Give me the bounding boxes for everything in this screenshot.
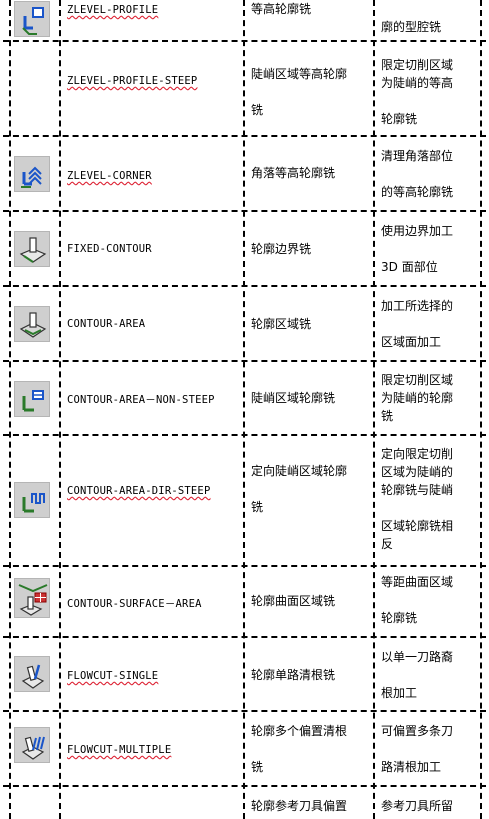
description: 轮廓曲面区域铣 <box>251 594 336 608</box>
row-divider <box>3 210 486 212</box>
table-border-left <box>9 0 11 819</box>
flowcut-single-icon <box>14 656 50 692</box>
fixed-contour-icon <box>14 231 50 267</box>
description: 轮廓单路清根铣 <box>251 668 336 682</box>
purpose: 等距曲面区域 轮廓铣 <box>381 575 454 625</box>
contour-area-icon <box>14 306 50 342</box>
column-divider-1 <box>59 0 61 819</box>
operation-name: ZLEVEL-CORNER <box>67 170 152 182</box>
description: 轮廓边界铣 <box>251 242 312 256</box>
surface-area-icon <box>14 578 50 618</box>
description: 等高轮廓铣 <box>251 2 312 16</box>
purpose: 限定切削区域 为陡峭的轮廓 铣 <box>381 373 454 423</box>
description: 轮廓多个偏置清根 铣 <box>251 724 348 774</box>
column-divider-3 <box>373 0 375 819</box>
purpose: 使用边界加工 3D 面部位 <box>381 224 454 274</box>
description: 角落等高轮廓铣 <box>251 166 336 180</box>
row-divider <box>3 135 486 137</box>
row-divider <box>3 785 486 787</box>
row-divider <box>3 565 486 567</box>
description: 轮廓区域铣 <box>251 317 312 331</box>
purpose: 以单一刀路裔 根加工 <box>381 650 454 700</box>
description: 陡峭区域等高轮廓 铣 <box>251 67 348 117</box>
row-divider <box>3 360 486 362</box>
operation-name: FLOWCUT-SINGLE <box>67 670 159 682</box>
row-divider <box>3 636 486 638</box>
purpose: 参考刀具所留 <box>381 799 454 813</box>
column-divider-2 <box>243 0 245 819</box>
table-border-right <box>480 0 482 819</box>
operation-name: CONTOUR-AREA-DIR-STEEP <box>67 485 211 497</box>
operation-name: CONTOUR-SURFACE－AREA <box>67 598 202 610</box>
description: 轮廓参考刀具偏置 <box>251 799 348 813</box>
row-divider <box>3 285 486 287</box>
row-divider <box>3 710 486 712</box>
non-steep-icon <box>14 381 50 417</box>
operation-name: ZLEVEL-PROFILE-STEEP <box>67 75 198 87</box>
purpose: 可偏置多条刀 路清根加工 <box>381 724 454 774</box>
operation-name: ZLEVEL-PROFILE <box>67 4 159 16</box>
purpose: 加工所选择的 区域面加工 <box>381 299 454 349</box>
dir-steep-icon <box>14 482 50 518</box>
operation-name: FLOWCUT-MULTIPLE <box>67 744 172 756</box>
operation-name: CONTOUR-AREA－NON-STEEP <box>67 394 215 406</box>
purpose: 限定切削区域 为陡峭的等高 轮廓铣 <box>381 58 454 126</box>
purpose: 清理角落部位 的等高轮廓铣 <box>381 149 454 199</box>
purpose: 廓的型腔铣 <box>381 20 442 34</box>
row-divider <box>3 434 486 436</box>
purpose: 定向限定切削 区域为陡峭的 轮廓铣与陡峭 区域轮廓铣相 反 <box>381 447 454 551</box>
profile-icon <box>14 1 50 37</box>
description: 定向陡峭区域轮廓 铣 <box>251 464 348 514</box>
corner-icon <box>14 156 50 192</box>
description: 陡峭区域轮廓铣 <box>251 391 336 405</box>
flowcut-multiple-icon <box>14 727 50 763</box>
row-divider <box>3 40 486 42</box>
operation-name: FIXED-CONTOUR <box>67 243 152 255</box>
operation-name: CONTOUR-AREA <box>67 318 146 330</box>
